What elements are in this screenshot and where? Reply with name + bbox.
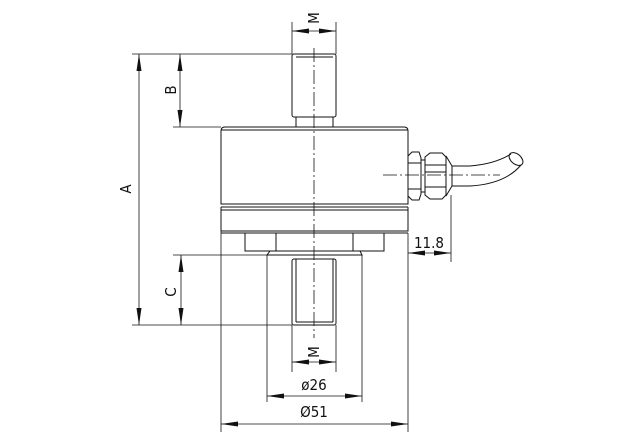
load-cell-body xyxy=(220,126,409,234)
dim-thread-bottom xyxy=(291,325,337,372)
dim-neck-diameter xyxy=(266,255,363,402)
top-stud-height-label: B xyxy=(162,85,180,94)
dim-overall-height xyxy=(132,53,292,326)
mounting-bolts xyxy=(244,232,385,252)
bottom-threaded-stud xyxy=(291,258,337,326)
neck-diameter-label: ø26 xyxy=(301,376,326,394)
dim-thread-top xyxy=(291,22,337,54)
top-threaded-stud xyxy=(291,53,337,127)
dim-body-diameter xyxy=(220,231,409,432)
body-diameter-label: Ø51 xyxy=(300,403,328,421)
neck xyxy=(266,250,363,256)
dim-bottom-stud-height xyxy=(173,254,267,325)
thread-bottom-label: M xyxy=(305,346,323,358)
dim-top-stud-height xyxy=(173,54,221,128)
cable xyxy=(452,153,522,187)
cable-gland xyxy=(407,151,453,201)
gland-offset-label: 11.8 xyxy=(414,234,444,252)
cable-end xyxy=(508,152,524,166)
thread-top-label: M xyxy=(305,12,323,24)
dim-gland-offset xyxy=(407,195,452,262)
bottom-stud-height-label: C xyxy=(162,287,180,296)
overall-height-label: A xyxy=(117,184,135,194)
